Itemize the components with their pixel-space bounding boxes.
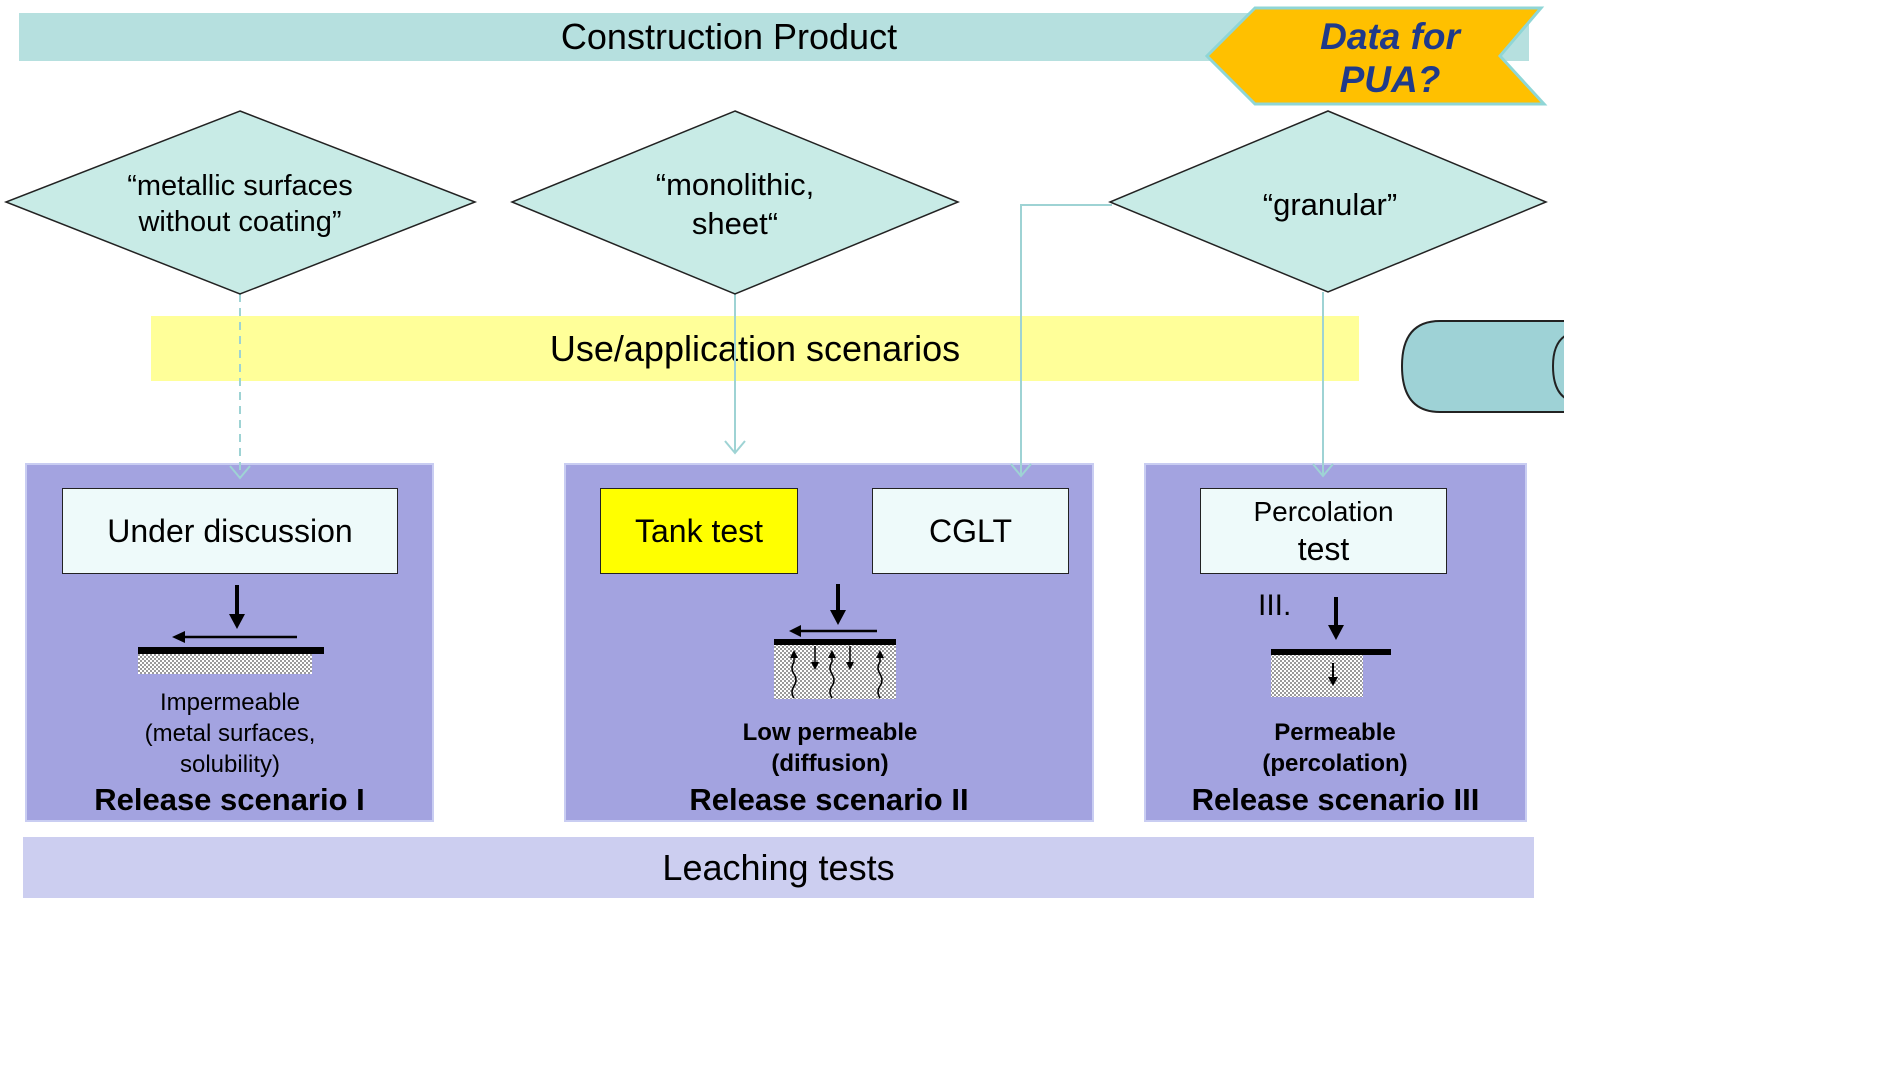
arrowhead-scenario-3 xyxy=(1312,463,1334,478)
scenario-1-desc-line-2: (metal surfaces, xyxy=(144,720,316,747)
diamond-metallic xyxy=(3,110,478,295)
scenario-3-description: Permeable (percolation) xyxy=(1195,717,1475,779)
cglt-box: CGLT xyxy=(872,488,1069,574)
cropped-rounded-shape xyxy=(1400,320,1564,413)
leaching-tests-label: Leaching tests xyxy=(662,846,895,888)
scenario-3-desc-line-1: Permeable xyxy=(1274,719,1396,746)
diamond-granular xyxy=(1108,110,1548,293)
tank-test-box: Tank test xyxy=(600,488,798,574)
diamond-monolithic-text: “monolithic, sheet“ xyxy=(655,167,815,241)
diamond-monolithic xyxy=(510,110,960,295)
arrowhead-scenario-1 xyxy=(229,465,251,480)
percolation-test-box: Percolation test xyxy=(1200,488,1447,574)
scenario-3-marker: III. xyxy=(1258,589,1292,622)
cropped-inner-arc xyxy=(1551,335,1564,399)
scenario-1-description: Impermeable (metal surfaces, solubility) xyxy=(90,687,370,780)
leaching-tests-band: Leaching tests xyxy=(23,837,1534,898)
permeable-schematic xyxy=(1271,597,1391,697)
percolation-line-2: test xyxy=(1297,531,1350,567)
diagram-canvas: Construction Product Use/application sce… xyxy=(3,6,1564,898)
construction-product-label: Construction Product xyxy=(560,16,898,57)
scenario-2-desc-line-1: Low permeable xyxy=(742,719,918,746)
scenario-2-description: Low permeable (diffusion) xyxy=(690,717,970,779)
low-permeable-schematic xyxy=(774,584,896,699)
use-application-label: Use/application scenarios xyxy=(549,327,961,369)
diamond-metallic-text: “metallic surfaces without coating” xyxy=(127,170,353,238)
arrowhead-scenario-2a xyxy=(724,440,746,455)
connector-granular-to-cglt xyxy=(1020,204,1112,476)
callout-data-for-pua: Data for PUA? xyxy=(1320,16,1460,100)
scenario-1-desc-line-3: solubility) xyxy=(179,751,281,778)
callout-shape xyxy=(1204,6,1548,106)
percolation-line-1: Percolation xyxy=(1253,496,1394,527)
release-scenario-1-title: Release scenario I xyxy=(94,782,365,817)
use-application-band: Use/application scenarios xyxy=(151,316,1359,381)
scenario-3-desc-line-2: (percolation) xyxy=(1262,750,1408,777)
scenario-2-desc-line-2: (diffusion) xyxy=(771,750,889,777)
release-scenario-3-title: Release scenario III xyxy=(1191,782,1480,817)
arrowhead-scenario-2b xyxy=(1010,463,1032,478)
diamond-granular-text: “granular” xyxy=(1262,187,1398,222)
impermeable-schematic xyxy=(138,585,324,674)
release-scenario-2-title: Release scenario II xyxy=(689,782,969,817)
diagram-graphics xyxy=(3,6,1564,699)
under-discussion-box: Under discussion xyxy=(62,488,398,574)
scenario-1-desc-line-1: Impermeable xyxy=(159,689,301,716)
